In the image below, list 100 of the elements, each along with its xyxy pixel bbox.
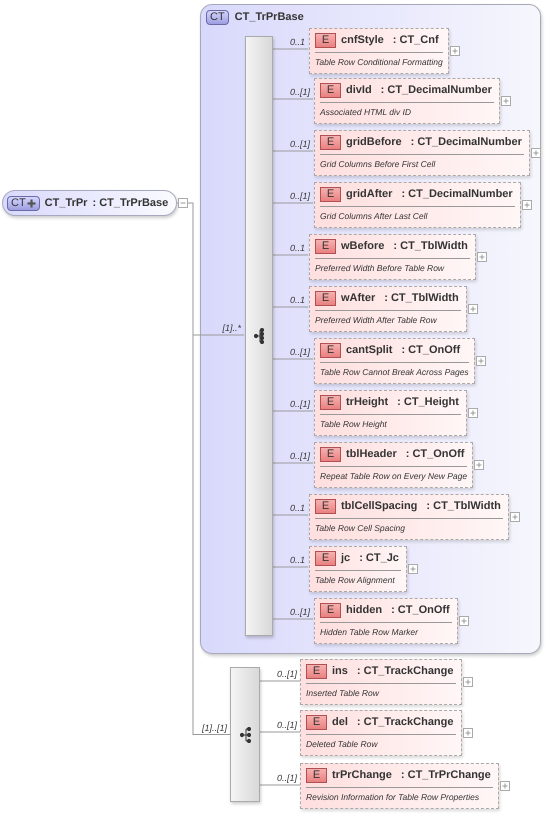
element-box — [314, 390, 467, 436]
occurrence-label: 0..1 — [290, 244, 305, 253]
element-name: jc — [341, 551, 350, 566]
element-badge: E — [306, 714, 327, 730]
element-badge: E — [306, 664, 327, 679]
type-name: CT_TrPr — [44, 196, 88, 211]
element-name: cnfStyle — [341, 33, 384, 48]
element-description: Associated HTML div ID — [320, 106, 412, 118]
element-type: : CT_TrackChange — [356, 664, 454, 679]
element-name: ins — [332, 664, 348, 679]
element-description: Table Row Cell Spacing — [315, 522, 406, 534]
element-badge: E — [315, 238, 336, 254]
element-type: : CT_DecimalNumber — [410, 135, 522, 150]
connector-line — [272, 462, 314, 464]
connector-line — [272, 306, 308, 308]
connector-line — [272, 202, 314, 204]
element-badge: E — [315, 32, 336, 48]
element-description: Preferred Width Before Table Row — [315, 262, 446, 274]
element-type: : CT_TblWidth — [384, 291, 459, 306]
sequence-bar — [245, 36, 273, 636]
element-badge: E — [320, 134, 341, 150]
element-description: Grid Columns Before First Cell — [320, 158, 436, 170]
element-description: Table Row Cannot Break Across Pages — [320, 366, 469, 378]
element-type: : CT_OnOff — [406, 447, 464, 462]
element-box — [309, 234, 476, 280]
element-box — [300, 710, 462, 756]
element-description: Revision Information for Table Row Properties — [306, 790, 480, 804]
connector-line — [272, 514, 308, 516]
element-type: : CT_OnOff — [401, 343, 460, 358]
occurrence-label: 0..[1] — [290, 452, 310, 461]
element-badge: E — [315, 498, 336, 514]
occurrence-label: 0..1 — [290, 38, 305, 47]
element-name: tblHeader — [346, 447, 397, 462]
connector-line — [272, 618, 314, 620]
occurrence-label: 0..[1] — [290, 140, 310, 149]
choice-bar — [230, 667, 260, 802]
occurrence-label: 0..1 — [290, 504, 305, 513]
occurrence-label: 0..[1] — [290, 88, 310, 97]
badge-text: CT — [210, 12, 225, 23]
element-name: del — [332, 715, 348, 730]
element-badge: E — [320, 394, 341, 410]
element-description: Table Row Conditional Formatting — [315, 56, 443, 68]
element-type: : CT_Cnf — [392, 33, 439, 48]
element-type: : CT_OnOff — [391, 603, 450, 618]
element-name: hidden — [346, 603, 382, 618]
element-box — [300, 763, 499, 809]
element-type: : CT_TrPrChange — [400, 768, 491, 783]
complex-type-node — [2, 190, 177, 216]
occurrence-label: 0..[1] — [290, 608, 310, 617]
connector-line — [260, 784, 300, 786]
element-name: divId — [346, 83, 372, 98]
occurrence-label: [1]..* — [222, 324, 241, 333]
element-description: Repeat Table Row on Every New Page — [320, 470, 468, 482]
element-description: Inserted Table Row — [306, 686, 380, 700]
connector-line — [272, 358, 314, 360]
element-box — [300, 659, 462, 705]
occurrence-label: 0..[1] — [276, 774, 297, 783]
occurrence-label: 0..[1] — [276, 721, 297, 730]
element-type: : CT_TrackChange — [356, 715, 454, 730]
element-description: Table Row Alignment — [315, 574, 396, 586]
occurrence-label: [1]..[1] — [202, 724, 227, 732]
element-box — [314, 442, 474, 488]
element-box — [309, 28, 449, 74]
element-description: Table Row Height — [320, 418, 388, 430]
element-name: cantSplit — [346, 343, 392, 358]
element-badge: E — [320, 446, 341, 462]
badge-text: CT — [11, 198, 26, 208]
element-badge: E — [315, 290, 336, 306]
element-description: Deleted Table Row — [306, 738, 379, 750]
connector-line — [272, 566, 308, 568]
element-badge: E — [320, 342, 341, 358]
element-box — [314, 338, 475, 384]
element-box — [314, 78, 500, 124]
occurrence-label: 0..1 — [290, 556, 305, 565]
element-type: : CT_TblWidth — [393, 239, 468, 254]
connector-line — [272, 48, 308, 50]
element-name: wAfter — [341, 291, 376, 306]
element-type: : CT_TblWidth — [426, 499, 501, 514]
occurrence-label: 0..[1] — [290, 348, 310, 357]
connector-line — [272, 254, 308, 256]
element-badge: E — [320, 602, 341, 618]
element-type: : CT_DecimalNumber — [380, 83, 492, 98]
connector-line — [272, 98, 314, 100]
occurrence-label: 0..1 — [290, 296, 305, 305]
element-box — [314, 598, 458, 644]
complex-type-group — [200, 4, 541, 654]
occurrence-label: 0..[1] — [290, 192, 310, 201]
element-badge: E — [320, 186, 341, 202]
occurrence-label: 0..[1] — [290, 400, 310, 409]
element-box — [309, 286, 467, 332]
connector-line — [272, 150, 314, 152]
element-name: trHeight — [346, 395, 388, 410]
element-name: gridAfter — [346, 187, 392, 202]
element-type: : CT_Jc — [359, 551, 399, 566]
element-name: gridBefore — [346, 135, 402, 150]
element-box — [309, 546, 407, 592]
element-type: : CT_Height — [397, 395, 459, 410]
element-badge: E — [320, 82, 341, 98]
group-title: CT_TrPrBase — [234, 10, 304, 25]
element-box — [309, 494, 509, 540]
